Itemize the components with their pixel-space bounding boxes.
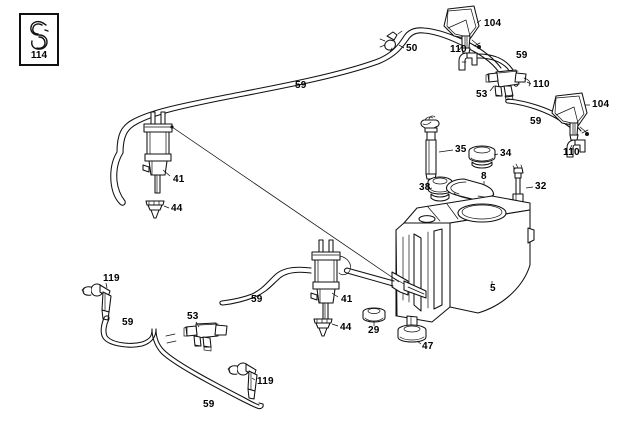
hose-clip-50 bbox=[379, 30, 403, 53]
part-44-plug-a bbox=[145, 200, 165, 219]
washer-nozzle-104-b bbox=[551, 92, 589, 141]
callout-5: 5 bbox=[490, 283, 496, 294]
callout-35: 35 bbox=[455, 144, 467, 155]
callout-119-a: 119 bbox=[103, 273, 120, 284]
part-35-filter bbox=[420, 115, 440, 180]
nozzle-elbow-110-c bbox=[566, 139, 586, 158]
part-47-grommet bbox=[397, 324, 427, 343]
part-32-sensor bbox=[512, 163, 524, 205]
callout-41-b: 41 bbox=[341, 294, 353, 305]
washer-nozzle-104-a bbox=[443, 5, 481, 54]
part-38-grommet bbox=[427, 176, 453, 202]
coiled-hose-icon bbox=[30, 20, 49, 50]
callout-59-b: 59 bbox=[295, 80, 307, 91]
leader-lines bbox=[105, 19, 590, 381]
part-44-plug-b bbox=[313, 318, 333, 337]
washer-pump-41-b bbox=[310, 239, 351, 322]
callout-53-a: 53 bbox=[476, 89, 488, 100]
callout-110-c: 110 bbox=[563, 147, 580, 158]
callout-104-a: 104 bbox=[484, 18, 502, 29]
part-29-grommet bbox=[362, 307, 386, 323]
callout-47: 47 bbox=[422, 341, 434, 352]
hose-59-pump-lower bbox=[219, 266, 312, 306]
callout-38: 38 bbox=[419, 182, 431, 193]
washer-fluid-reservoir-5 bbox=[343, 195, 535, 328]
part-34-grommet bbox=[468, 145, 496, 169]
nozzle-elbow-110-a bbox=[458, 52, 478, 71]
callout-110-b: 110 bbox=[533, 79, 550, 90]
callout-59-e: 59 bbox=[251, 294, 263, 305]
callout-119-b: 119 bbox=[257, 376, 274, 387]
t-connector-53-upper bbox=[485, 69, 531, 101]
callout-53-b: 53 bbox=[187, 311, 199, 322]
callout-59-d: 59 bbox=[122, 317, 134, 328]
callout-59-f: 59 bbox=[203, 399, 215, 410]
callout-110-a: 110 bbox=[450, 44, 467, 55]
t-connector-53-lower bbox=[165, 322, 228, 352]
headlamp-nozzle-119-b bbox=[227, 362, 258, 400]
callout-8: 8 bbox=[481, 171, 487, 182]
hose-59-nozzle-119-a bbox=[100, 315, 157, 348]
callout-29: 29 bbox=[368, 325, 380, 336]
reference-number: 114 bbox=[30, 50, 48, 61]
part-8-cover bbox=[446, 178, 495, 202]
callout-44-a: 44 bbox=[171, 203, 183, 214]
callout-41-a: 41 bbox=[173, 174, 185, 185]
callout-50: 50 bbox=[406, 43, 418, 54]
washer-pump-41-a bbox=[142, 111, 173, 194]
callout-32: 32 bbox=[535, 181, 547, 192]
hose-59-bottom-run bbox=[151, 328, 264, 410]
callout-34: 34 bbox=[500, 148, 512, 159]
callout-44-b: 44 bbox=[340, 322, 352, 333]
reference-symbol-box: 114 bbox=[19, 13, 59, 66]
callout-104-b: 104 bbox=[592, 99, 610, 110]
callout-59-a: 59 bbox=[516, 50, 528, 61]
hose-59-main-top bbox=[116, 27, 502, 154]
headlamp-nozzle-119-a bbox=[81, 283, 112, 321]
callout-59-c: 59 bbox=[530, 116, 542, 127]
hose-stub-pump-41-a bbox=[110, 151, 126, 206]
